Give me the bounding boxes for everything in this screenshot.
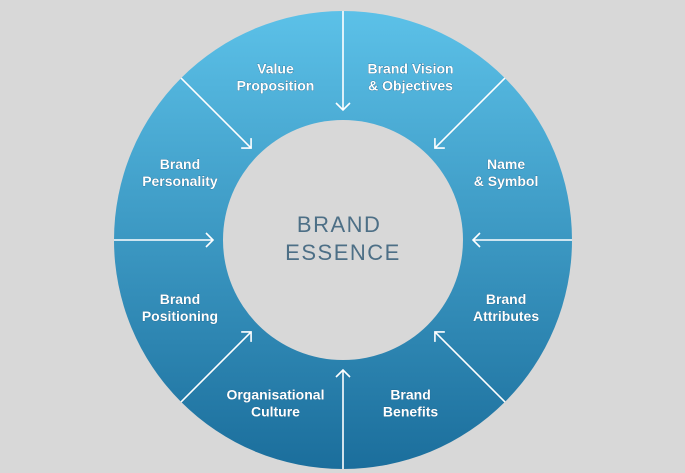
segment-label-line: Personality — [142, 173, 218, 189]
center-title-line-1: BRAND — [297, 212, 382, 237]
arrow-icon — [434, 331, 445, 342]
segment-divider — [434, 331, 506, 403]
segment-label-line: Brand — [486, 291, 526, 307]
center-title-line-2: ESSENCE — [285, 240, 401, 265]
segment-label: Name& Symbol — [474, 156, 539, 189]
segment-label-line: Culture — [251, 404, 300, 420]
segment-label-line: Brand — [390, 387, 430, 403]
segment-label-line: Benefits — [383, 404, 438, 420]
segment-label-line: Attributes — [473, 308, 539, 324]
segment-label-line: Positioning — [142, 308, 218, 324]
segment-divider — [180, 77, 252, 149]
center-title: BRAND ESSENCE — [285, 212, 401, 265]
segment-label-line: Brand — [160, 156, 200, 172]
segment-label-line: Brand — [160, 291, 200, 307]
segment-arrows — [205, 102, 481, 378]
segment-label-line: Value — [257, 60, 294, 76]
arrow-icon — [434, 138, 445, 149]
segment-label-line: Name — [487, 156, 525, 172]
segment-label-line: Brand Vision — [367, 60, 453, 76]
arrow-icon — [471, 232, 481, 248]
arrow-icon — [241, 331, 252, 342]
segment-divider — [180, 331, 252, 403]
segment-label-line: Organisational — [226, 387, 324, 403]
segment-label-line: & Symbol — [474, 173, 539, 189]
arrow-icon — [335, 102, 351, 112]
segment-dividers — [114, 11, 572, 469]
segment-divider — [434, 77, 506, 149]
arrow-icon — [335, 368, 351, 378]
segment-label-line: Proposition — [237, 77, 315, 93]
center-circle — [223, 120, 463, 360]
segment-label-line: & Objectives — [368, 77, 453, 93]
segment-label: Brand Vision& Objectives — [367, 60, 453, 93]
arrow-icon — [205, 232, 215, 248]
arrow-icon — [241, 138, 252, 149]
